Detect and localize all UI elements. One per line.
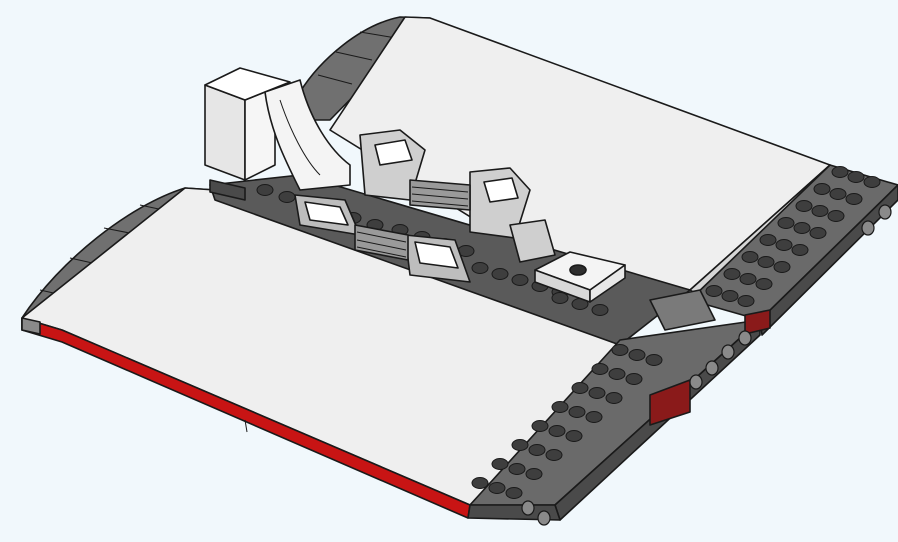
- stud: [793, 222, 811, 234]
- stud: [511, 274, 529, 286]
- stud: [505, 487, 523, 499]
- white-tile: [534, 251, 626, 303]
- stud: [829, 188, 847, 200]
- stud: [795, 200, 813, 212]
- stud: [471, 262, 489, 274]
- stud: [791, 244, 809, 256]
- stud: [591, 363, 609, 375]
- stud: [827, 210, 845, 222]
- stud: [723, 268, 741, 280]
- stud: [759, 234, 777, 246]
- stud: [645, 354, 663, 366]
- tower-front-face: [204, 84, 246, 181]
- stud: [705, 285, 723, 297]
- stud: [525, 468, 543, 480]
- stud: [531, 420, 549, 432]
- stud: [777, 217, 795, 229]
- side-pin: [537, 510, 551, 526]
- stud: [508, 463, 526, 475]
- side-pin: [878, 204, 892, 220]
- stud: [831, 166, 849, 178]
- side-pin: [738, 330, 752, 346]
- stud: [775, 239, 793, 251]
- stud: [721, 290, 739, 302]
- stud: [528, 444, 546, 456]
- stud: [757, 256, 775, 268]
- white-tower: [204, 67, 351, 201]
- grille-plate-2: [354, 224, 409, 261]
- stud: [845, 193, 863, 205]
- side-pin: [521, 500, 535, 516]
- stud: [568, 406, 586, 418]
- stud: [628, 349, 646, 361]
- stud: [739, 273, 757, 285]
- red-underside-brick: [649, 379, 691, 426]
- stud: [548, 425, 566, 437]
- stud: [813, 183, 831, 195]
- corner-gray-block: [649, 289, 716, 331]
- stud: [551, 292, 569, 304]
- stud: [491, 458, 509, 470]
- tower-curved-slope: [264, 79, 351, 191]
- stud: [863, 176, 881, 188]
- side-arm-piece: [509, 219, 556, 263]
- stud: [588, 387, 606, 399]
- stud: [809, 227, 827, 239]
- side-pins-layer: [521, 204, 892, 526]
- stud: [565, 430, 583, 442]
- seat-pieces: [294, 129, 556, 283]
- stud: [511, 439, 529, 451]
- stud: [811, 205, 829, 217]
- stud: [773, 261, 791, 273]
- stud: [591, 304, 609, 316]
- side-pin: [705, 360, 719, 376]
- stud: [545, 449, 563, 461]
- stud: [741, 251, 759, 263]
- stud: [571, 382, 589, 394]
- stud: [625, 373, 643, 385]
- stud: [278, 191, 296, 203]
- stud: [847, 171, 865, 183]
- stud: [551, 401, 569, 413]
- stud: [256, 184, 274, 196]
- stud: [755, 278, 773, 290]
- side-pin: [721, 344, 735, 360]
- stud: [611, 344, 629, 356]
- side-pin: [689, 374, 703, 390]
- tower-top: [204, 67, 291, 101]
- stud: [491, 268, 509, 280]
- stud: [737, 295, 755, 307]
- side-pin: [861, 220, 875, 236]
- white-tile-stud: [569, 264, 587, 276]
- stud: [605, 392, 623, 404]
- stud: [488, 482, 506, 494]
- stud: [608, 368, 626, 380]
- stud: [585, 411, 603, 423]
- stud: [471, 477, 489, 489]
